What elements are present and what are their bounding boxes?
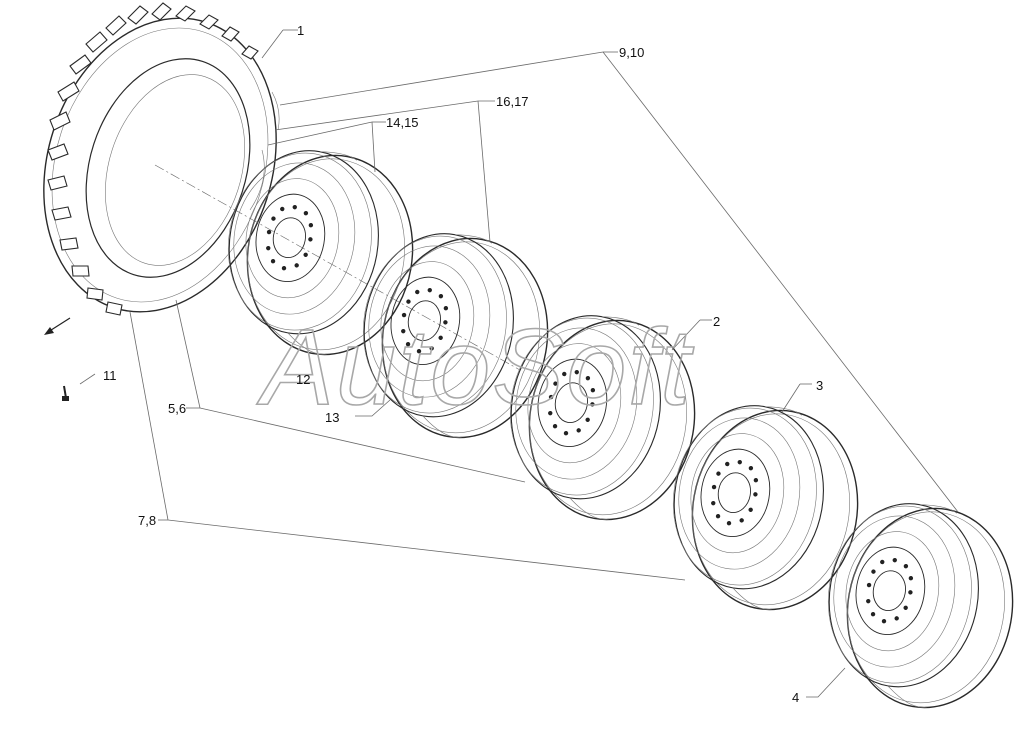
- callout-4: 4: [792, 690, 799, 705]
- callout-11: 11: [103, 368, 117, 383]
- centre-axis: [154, 164, 521, 371]
- callout-3: 3: [816, 378, 823, 393]
- watermark: AutoSoft: [256, 306, 694, 427]
- leader-lines: [79, 29, 959, 698]
- callout-1: 1: [297, 23, 304, 38]
- callout-2: 2: [713, 314, 720, 329]
- bolt-11: [62, 385, 69, 401]
- callout-12: 12: [296, 372, 310, 387]
- callout-14-15: 14,15: [386, 115, 419, 130]
- callout-13: 13: [325, 410, 339, 425]
- tire: [43, 2, 280, 316]
- rim-4: [810, 489, 1027, 722]
- callout-16-17: 16,17: [496, 94, 529, 109]
- callout-7-8: 7,8: [138, 513, 156, 528]
- callout-5-6: 5,6: [168, 401, 186, 416]
- callout-9-10: 9,10: [619, 45, 644, 60]
- direction-arrow: [44, 317, 71, 335]
